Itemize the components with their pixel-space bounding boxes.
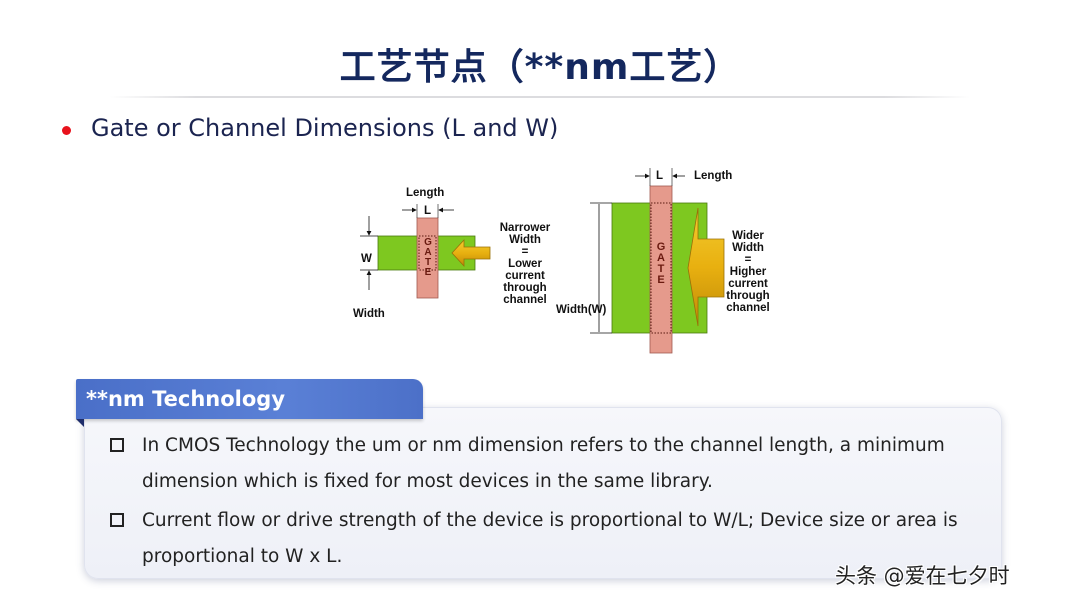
slide-title: 工艺节点（**nm工艺） xyxy=(339,47,741,88)
card-header-fold xyxy=(76,419,84,427)
wide-width-label: Width(W) xyxy=(556,304,607,316)
title-divider xyxy=(110,96,970,98)
card-header: **nm Technology xyxy=(76,379,423,419)
list-item: In CMOS Technology the um or nm dimensio… xyxy=(110,428,990,500)
list-item-text: In CMOS Technology the um or nm dimensio… xyxy=(142,435,945,492)
card-item-list: In CMOS Technology the um or nm dimensio… xyxy=(110,428,990,578)
narrow-w-label: W xyxy=(361,253,372,265)
diagram-graphics xyxy=(360,168,725,354)
list-item: Current flow or drive strength of the de… xyxy=(110,503,990,575)
wide-transistor xyxy=(590,168,725,354)
square-bullet-icon xyxy=(110,438,124,452)
narrow-length-label: Length xyxy=(406,187,445,199)
narrow-width-label: Width xyxy=(353,308,385,320)
bullet-text: Gate or Channel Dimensions (L and W) xyxy=(91,114,559,142)
list-item-text: Current flow or drive strength of the de… xyxy=(142,510,958,567)
square-bullet-icon xyxy=(110,513,124,527)
wide-length-label: Length xyxy=(694,170,733,182)
technology-card xyxy=(84,407,1002,579)
wide-l-label: L xyxy=(656,170,664,182)
bullet-dot-icon xyxy=(62,125,71,135)
narrow-l-label: L xyxy=(424,205,432,217)
watermark: 头条 @爱在七夕时 xyxy=(835,564,1010,588)
bullet-item: Gate or Channel Dimensions (L and W) xyxy=(62,114,558,142)
narrow-transistor xyxy=(360,204,491,299)
